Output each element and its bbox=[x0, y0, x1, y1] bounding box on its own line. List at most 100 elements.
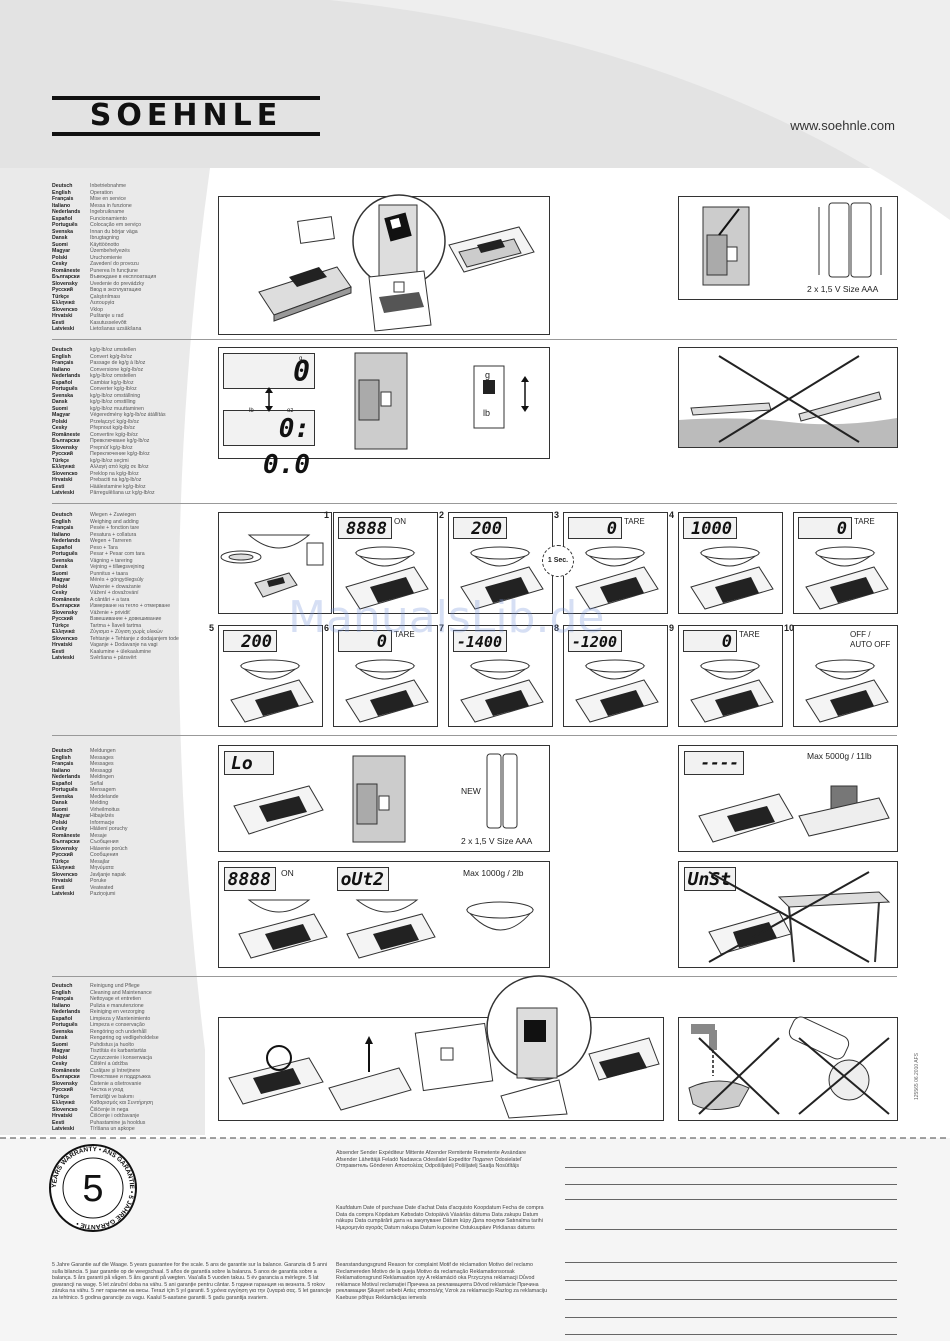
reason-line-2[interactable] bbox=[565, 1280, 897, 1281]
lcd-overload: ---- bbox=[684, 751, 744, 775]
step-lcd: 200 bbox=[223, 630, 277, 652]
language-translation: Meddelande bbox=[90, 793, 119, 800]
language-translation: Çalıştırılması bbox=[90, 293, 121, 300]
switch-label-lb: lb bbox=[483, 408, 491, 418]
language-name: Български bbox=[52, 1074, 80, 1080]
language-name: Slovensky bbox=[52, 444, 78, 451]
language-name: Slovenско bbox=[52, 635, 78, 642]
weigh-intro-panel bbox=[218, 512, 332, 614]
language-translation: Váženie + prividiť bbox=[90, 609, 131, 616]
language-translation: Messa in funzione bbox=[90, 202, 132, 209]
language-translation: Puhastamine ja hooldus bbox=[90, 1119, 146, 1126]
unit-g-lcd: g bbox=[299, 356, 303, 362]
language-translation: A cântări + a tara bbox=[90, 596, 130, 603]
sender-line-2[interactable] bbox=[565, 1184, 897, 1185]
language-name: Cesky bbox=[52, 261, 68, 267]
step-label: ON bbox=[394, 517, 406, 526]
reason-line-4[interactable] bbox=[565, 1317, 897, 1318]
language-name: Magyar bbox=[52, 412, 71, 418]
language-name: Türkçe bbox=[52, 457, 70, 464]
reason-line-5[interactable] bbox=[565, 1334, 897, 1335]
language-translation: Ważenie + doważanie bbox=[90, 583, 141, 590]
sender-line-1[interactable] bbox=[565, 1167, 897, 1168]
language-name: Italiano bbox=[52, 366, 71, 373]
language-translation: kg/g-lb/oz muuttaminen bbox=[90, 405, 144, 412]
weigh-step-panel: 1000 bbox=[678, 512, 783, 614]
language-name: Magyar bbox=[52, 1048, 71, 1054]
scale-with-bowl-icon bbox=[345, 546, 429, 610]
reason-line-1[interactable] bbox=[565, 1262, 897, 1263]
sender-line-3[interactable] bbox=[565, 1199, 897, 1200]
language-name: Suomi bbox=[52, 806, 68, 813]
language-translation: Veateated bbox=[90, 884, 114, 891]
language-translation: Punerea în funcţiune bbox=[90, 267, 138, 274]
language-translation: Mérés + göngyölegsúly bbox=[90, 577, 144, 583]
language-name: Português bbox=[52, 787, 78, 793]
language-translation: Čistenie a ošetrovanie bbox=[90, 1080, 142, 1087]
language-name: Latvieski bbox=[52, 891, 75, 897]
language-name: Italiano bbox=[52, 1002, 71, 1009]
purchase-date-label: Kaufdatum Date of purchase Date d'achat … bbox=[336, 1205, 544, 1231]
lcd-grams: 0 bbox=[223, 353, 315, 389]
language-translation: Uruchomienie bbox=[90, 254, 123, 261]
cleaning-steps-panel bbox=[218, 975, 664, 1121]
language-name: Eesti bbox=[52, 483, 65, 490]
reason-line-3[interactable] bbox=[565, 1299, 897, 1300]
purchase-date-line[interactable] bbox=[565, 1229, 897, 1230]
overload-illustration bbox=[698, 785, 890, 843]
language-name: Polski bbox=[52, 418, 68, 425]
language-translation: Lietošanas uzsākšana bbox=[90, 326, 142, 332]
no-water-no-solvents-illustration bbox=[688, 1016, 890, 1115]
language-name: Slovenско bbox=[52, 306, 78, 313]
language-translation: Peso + Tara bbox=[90, 544, 118, 551]
language-name: Magyar bbox=[52, 813, 71, 819]
language-translation: Weighing and adding bbox=[90, 518, 139, 525]
language-translation: Kasutusselevõtt bbox=[90, 319, 127, 326]
language-translation: Czyszczenie i konserwacja bbox=[90, 1054, 152, 1061]
language-name: Polski bbox=[52, 1054, 68, 1061]
language-translation: Сообщения bbox=[90, 852, 119, 858]
website-url[interactable]: www.soehnle.com bbox=[790, 118, 895, 133]
complaint-reason-label: Beanstandungsgrund Reason for complaint … bbox=[336, 1262, 548, 1301]
language-name: Hrvatski bbox=[52, 477, 73, 483]
step-number: 1 bbox=[324, 510, 330, 520]
language-translation: Mise en service bbox=[90, 196, 127, 202]
language-translation: Tehtanje + Tehtanje z dodajanjem tode bbox=[90, 635, 179, 642]
scale-with-bowl-icon bbox=[345, 659, 429, 723]
language-translation: Zavedení do provozu bbox=[90, 261, 139, 267]
weigh-step-panel: 200 bbox=[448, 512, 553, 614]
section-divider bbox=[52, 503, 897, 504]
language-name: Deutsch bbox=[52, 512, 73, 518]
language-name: Polski bbox=[52, 254, 68, 261]
language-name: Español bbox=[52, 780, 73, 787]
sender-label: Absender Sender Expéditeur Mittente Afze… bbox=[336, 1150, 527, 1170]
language-translation: Hlášení poruchy bbox=[90, 826, 128, 832]
language-name: Polski bbox=[52, 819, 68, 826]
language-translation: Señal bbox=[90, 780, 104, 787]
unstable-panel: UnSt bbox=[678, 861, 898, 968]
language-translation: kg/g-lb/oz omställning bbox=[90, 392, 141, 399]
language-name: English bbox=[52, 189, 71, 196]
language-translation: Preklop na kg/g-lb/oz bbox=[90, 470, 139, 477]
language-name: Polski bbox=[52, 583, 68, 590]
scale-with-bowl-icon bbox=[690, 546, 774, 610]
